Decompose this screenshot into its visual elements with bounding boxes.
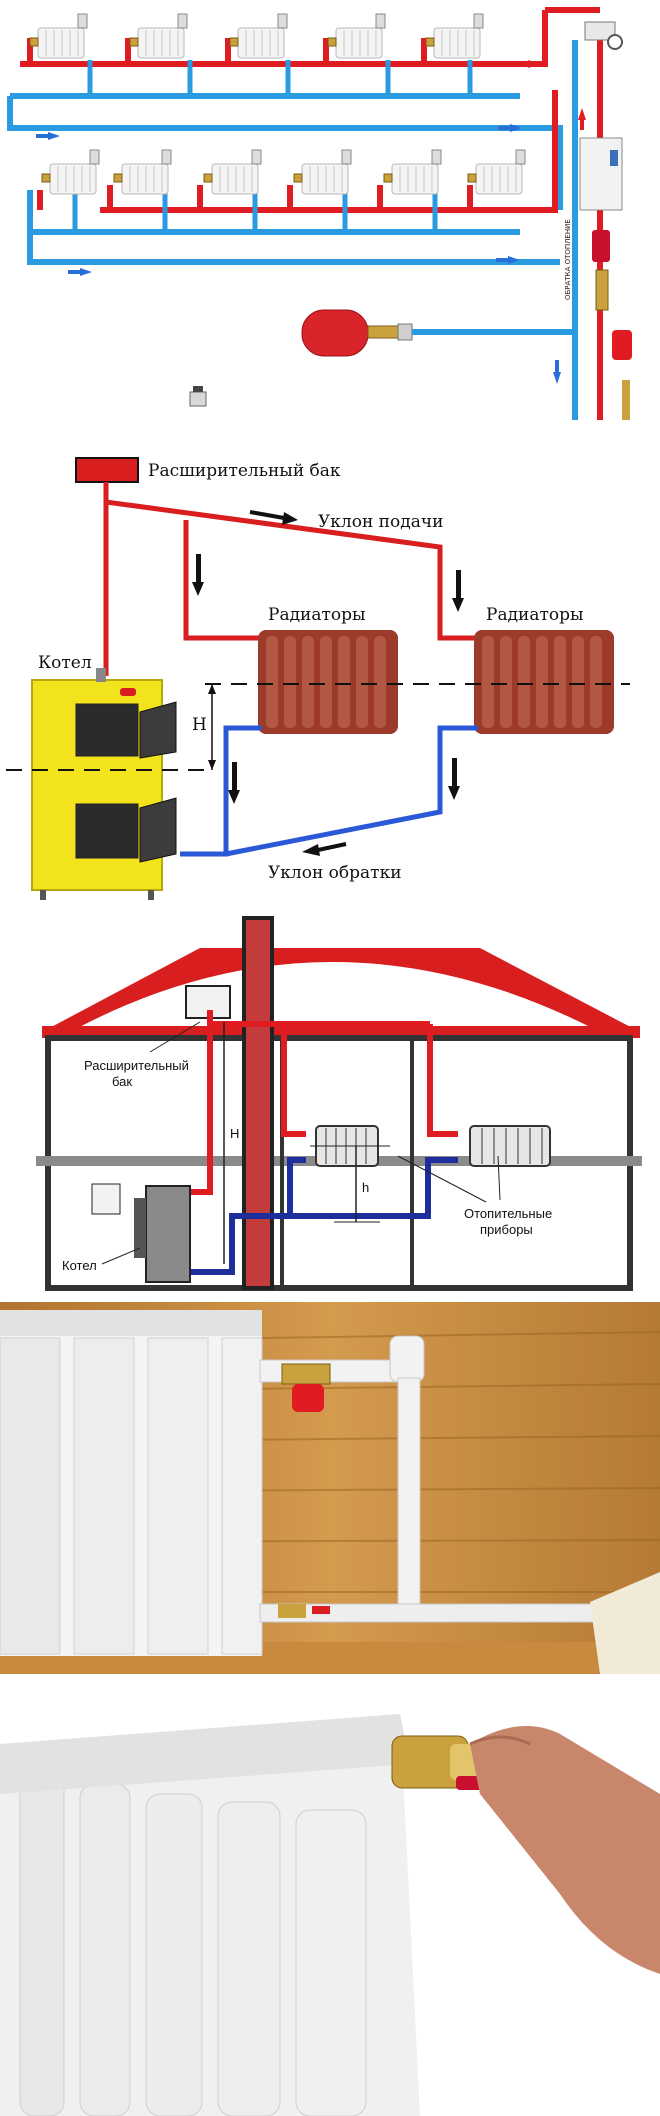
- scheme-1-svg: ОБРАТКА ОТОПЛЕНИЕ: [7, 7, 632, 420]
- scheme-2-svg: Расширительный бак Уклон подачи Радиатор…: [6, 457, 630, 900]
- radiators-right-label: Радиаторы: [486, 605, 584, 625]
- boiler-unit: [545, 7, 632, 420]
- upper-return-pipes: [7, 60, 563, 210]
- return-slope-label: Уклон обратки: [268, 863, 402, 883]
- boiler-label: Котел: [38, 653, 92, 673]
- photo-1-svg: [0, 1302, 660, 1674]
- dim-H-label: H: [230, 1126, 239, 1141]
- radiator-right: [474, 630, 614, 734]
- flow-arrows: [36, 60, 586, 384]
- height-dimension: [208, 684, 216, 770]
- radiator-white: [0, 1310, 263, 1656]
- gravity-system-diagram: Расширительный бак Уклон подачи Радиатор…: [0, 432, 660, 902]
- radiator-left: [258, 630, 398, 734]
- valve-red-cap: [278, 1363, 331, 1618]
- lower-supply-pipes: [37, 90, 558, 213]
- paper-wrap: [590, 1572, 660, 1674]
- expansion-vessel: [301, 309, 575, 357]
- tank-label-2: бак: [112, 1074, 132, 1089]
- dim-h-label: h: [362, 1180, 369, 1195]
- pipes-white: [259, 1335, 660, 1623]
- height-mark: H: [192, 715, 207, 735]
- upper-radiators: [29, 13, 484, 59]
- photo-2-svg: Postila.ru: [0, 1674, 660, 2116]
- radiator-valve-hand-photo: Postila.ru: [0, 1674, 660, 2116]
- lower-radiators: [41, 149, 526, 195]
- expansion-tank-label: Расширительный бак: [148, 461, 341, 481]
- tank-label-1: Расширительный: [84, 1058, 189, 1073]
- radiator-photo-wood-wall: [0, 1302, 660, 1674]
- radiators-left-label: Радиаторы: [268, 605, 366, 625]
- chimney: [242, 916, 274, 1290]
- supply-riser: [190, 1010, 458, 1195]
- heating-devices-label-2: приборы: [480, 1222, 533, 1237]
- scheme-3-svg: Расширительный бак Котел H h От: [36, 916, 642, 1291]
- down-arrows: [192, 554, 464, 804]
- supply-pipe: [103, 482, 480, 676]
- expansion-tank-box: [75, 457, 139, 483]
- heating-devices-label-1: Отопительные: [464, 1206, 552, 1221]
- house-section-diagram: Расширительный бак Котел H h От: [0, 902, 660, 1302]
- small-valve: [189, 386, 207, 407]
- return-pipe: [180, 725, 478, 857]
- supply-slope-label: Уклон подачи: [318, 512, 443, 532]
- watermark: Postila.ru: [420, 2057, 652, 2111]
- upper-supply-pipes: [20, 10, 548, 67]
- aluminium-radiator: [0, 1714, 420, 2116]
- hand: [469, 1726, 660, 1974]
- boiler: [91, 1183, 191, 1283]
- boiler-body: [31, 668, 177, 900]
- return-slope-arrow: [302, 842, 347, 856]
- two-floor-heating-scheme: ОБРАТКА ОТОПЛЕНИЕ: [0, 0, 660, 432]
- return-pipes: [190, 1157, 458, 1275]
- radiator-upper-right: [469, 1125, 551, 1167]
- boiler-label: Котел: [62, 1258, 97, 1273]
- supply-slope-arrow: [249, 510, 298, 525]
- vertical-note: ОБРАТКА ОТОПЛЕНИЕ: [564, 219, 572, 300]
